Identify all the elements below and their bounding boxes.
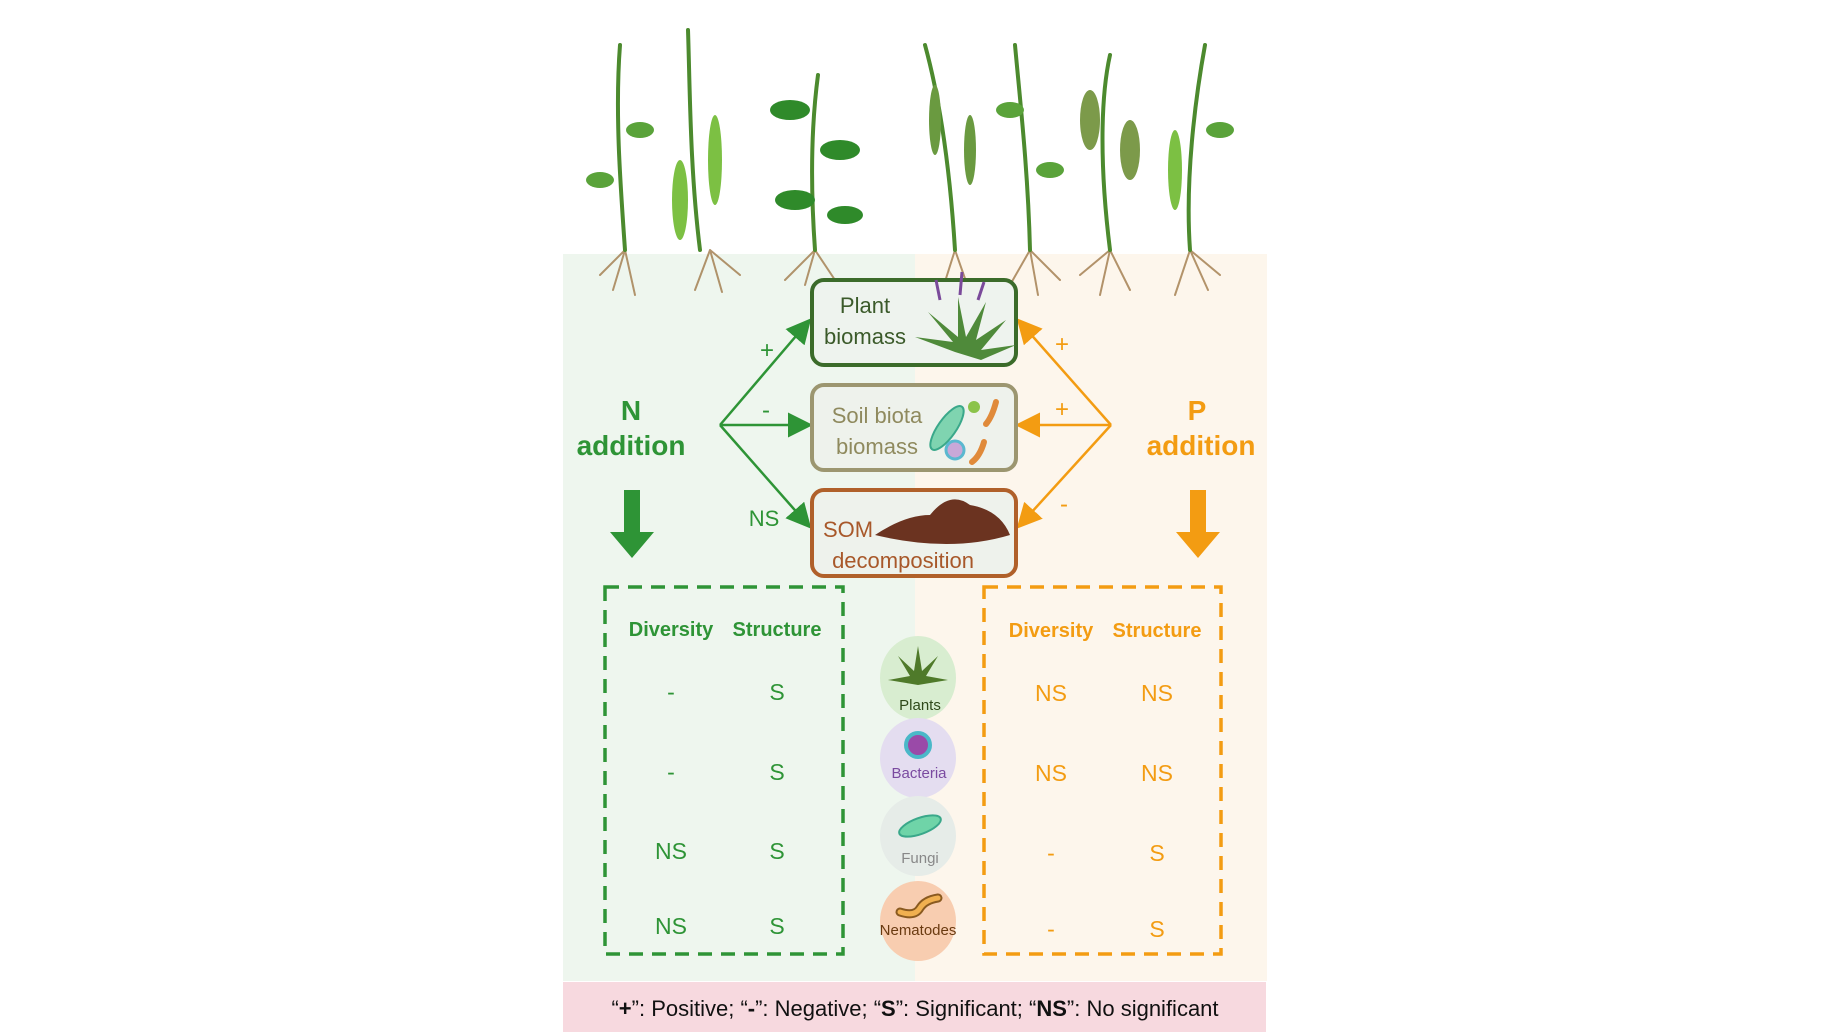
p-table: Diversity Structure NS NS NS NS - S - S [1009,620,1202,942]
legend-bar [563,982,1266,1032]
n-bacteria-structure: S [769,759,784,785]
p-plant-effect: + [1055,331,1069,358]
p-fungi-structure: S [1149,840,1164,866]
n-bacteria-diversity: - [667,759,675,785]
som-label-2: decomposition [832,548,974,573]
plants-label: Plants [899,697,941,714]
n-plants-diversity: - [667,679,675,705]
n-header-diversity: Diversity [629,619,714,641]
n-nematodes-diversity: NS [655,913,687,939]
organism-fungi: Fungi [880,796,956,876]
p-addition-label-2: addition [1147,430,1256,461]
plant-biomass-label: Plant [840,293,890,318]
soil-biota-biomass-box: Soil biota biomass [810,383,1018,472]
fungi-label: Fungi [901,850,939,867]
n-som-effect: NS [749,506,780,531]
plants-illustration [586,28,1234,296]
p-panel-background [915,254,1267,981]
som-decomposition-box: SOM decomposition [810,488,1018,578]
nematodes-label: Nematodes [880,922,957,939]
p-nematodes-structure: S [1149,916,1164,942]
n-plants-structure: S [769,679,784,705]
n-addition-label: N [621,395,641,426]
bacteria-icon [904,731,932,759]
n-table: Diversity Structure - S - S NS S NS S [629,619,822,939]
n-header-structure: Structure [733,619,822,641]
grass-icon [888,646,948,685]
p-effect-arrows [1015,318,1112,529]
organism-bacteria: Bacteria [880,718,956,798]
n-down-arrow-icon [610,490,654,558]
p-results-box [982,585,1223,956]
n-addition-label-2: addition [577,430,686,461]
organism-nematodes: Nematodes [880,881,957,961]
legend-text: “+”: Positive; “-”: Negative; “S”: Signi… [611,996,1218,1021]
n-panel-background [563,254,915,981]
p-fungi-diversity: - [1047,840,1055,866]
bacteria-label: Bacteria [891,765,947,782]
n-effect-arrows [719,318,813,529]
p-plants-diversity: NS [1035,680,1067,706]
p-nematodes-diversity: - [1047,916,1055,942]
n-fungi-structure: S [769,838,784,864]
fungi-icon [898,814,942,838]
n-plant-effect: + [760,337,774,364]
n-soil-effect: - [762,397,770,424]
soil-biota-label: Soil biota [832,403,923,428]
n-nematodes-structure: S [769,913,784,939]
p-down-arrow-icon [1176,490,1220,558]
p-plants-structure: NS [1141,680,1173,706]
plant-biomass-box: Plant biomass [810,271,1018,367]
soil-mound-icon [875,499,1010,544]
p-bacteria-structure: NS [1141,760,1173,786]
som-label: SOM [823,517,873,542]
p-header-diversity: Diversity [1009,620,1094,642]
p-som-effect: - [1060,491,1068,518]
p-header-structure: Structure [1113,620,1202,642]
p-soil-effect: + [1055,396,1069,423]
n-results-box [603,585,845,956]
plant-icon [915,271,1016,360]
n-fungi-diversity: NS [655,838,687,864]
plant-biomass-label-2: biomass [824,324,906,349]
organism-plants: Plants [880,636,956,720]
soil-biota-icon [929,399,999,465]
p-addition-label: P [1188,395,1207,426]
soil-biota-label-2: biomass [836,434,918,459]
p-bacteria-diversity: NS [1035,760,1067,786]
